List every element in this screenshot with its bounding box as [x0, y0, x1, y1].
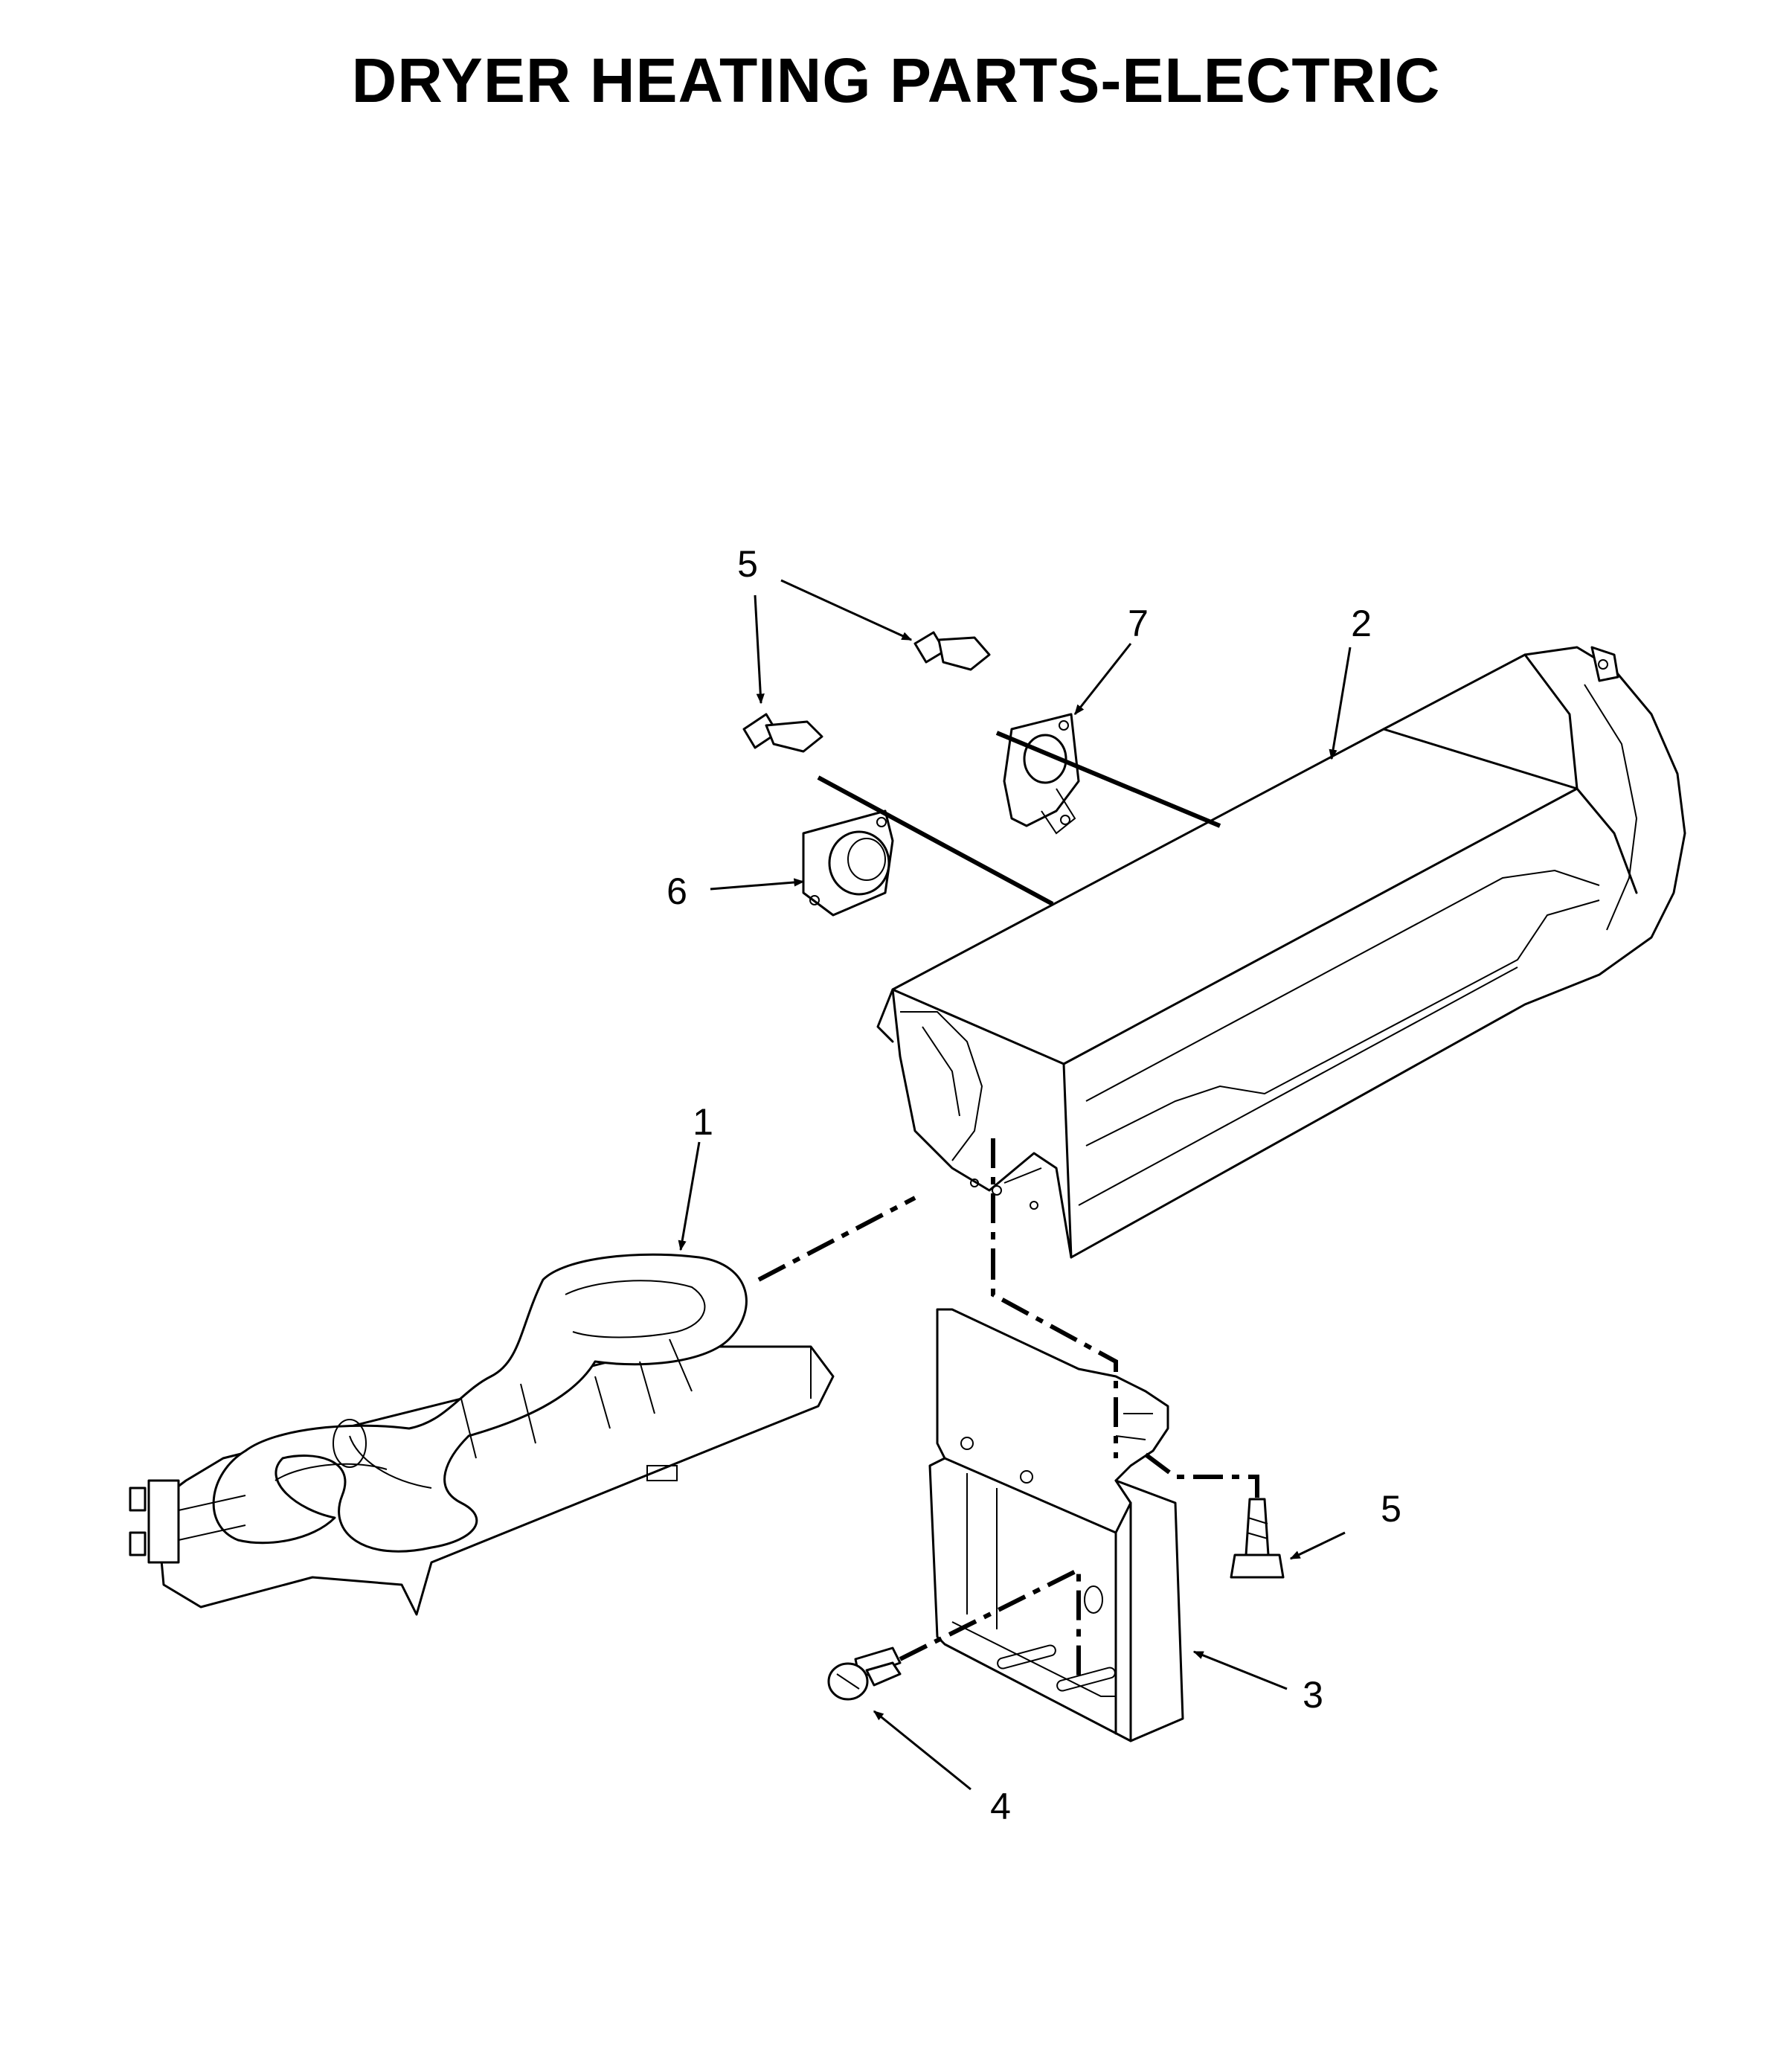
heating-element — [129, 1253, 835, 1616]
callout-4: 4 — [990, 1786, 1011, 1827]
thermal-cutoff-7 — [1003, 713, 1080, 835]
callout-1: 1 — [693, 1101, 713, 1143]
page-title: DRYER HEATING PARTS-ELECTRIC — [351, 45, 1441, 115]
callout-3: 3 — [1303, 1674, 1323, 1716]
screw-4 — [827, 1646, 902, 1701]
mounting-bracket — [928, 1308, 1184, 1742]
callout-6: 6 — [667, 870, 687, 912]
screw-5-upper — [742, 631, 991, 753]
callout-5-lower: 5 — [1381, 1488, 1401, 1530]
callout-2: 2 — [1351, 603, 1372, 644]
callout-5-upper: 5 — [737, 543, 758, 585]
callout-7: 7 — [1128, 603, 1149, 644]
thermostat-6 — [802, 809, 894, 917]
callout-leaders — [678, 579, 1352, 1791]
heater-housing — [876, 646, 1686, 1259]
screw-5-bracket — [1230, 1498, 1285, 1579]
assembly-guides — [757, 731, 1259, 1681]
